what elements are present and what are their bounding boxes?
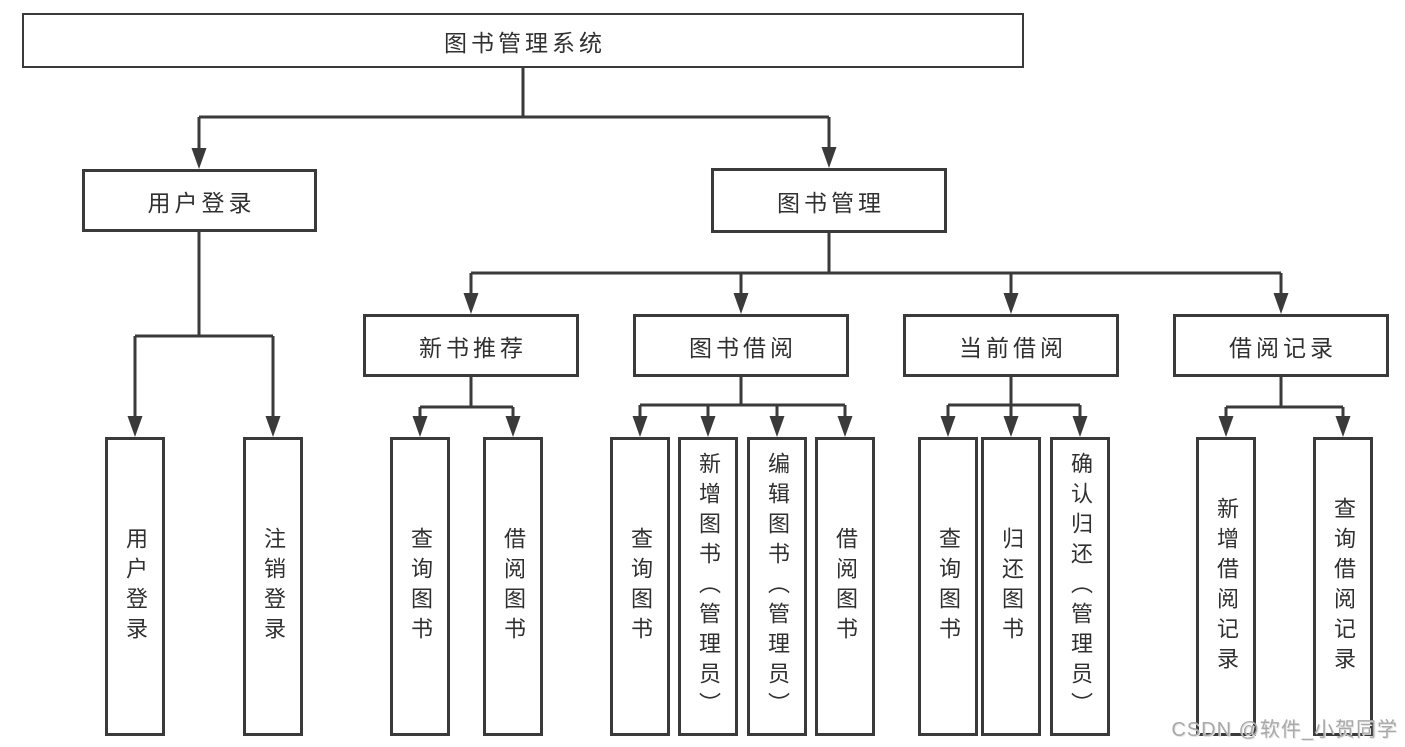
leaf-label: 编辑图书（管理员）	[765, 451, 790, 722]
leaf-label: 借阅图书	[833, 526, 858, 647]
leaf-query-books-recommend: 查询图书	[390, 437, 450, 736]
node-user-login: 用户登录	[82, 169, 317, 232]
leaf-label: 查询图书	[936, 526, 961, 647]
leaf-borrow-books: 借阅图书	[815, 437, 875, 736]
leaf-label: 借阅图书	[501, 526, 526, 647]
node-label: 当前借阅	[959, 334, 1067, 361]
leaf-label: 确认归还（管理员）	[1068, 451, 1093, 722]
leaf-edit-book-admin: 编辑图书（管理员）	[747, 437, 807, 736]
leaf-logout: 注销登录	[243, 437, 303, 736]
leaf-user-login: 用户登录	[105, 437, 165, 736]
watermark: CSDN @软件_小贺同学	[1171, 719, 1398, 741]
leaf-label: 注销登录	[261, 526, 286, 647]
leaf-label: 查询图书	[408, 526, 433, 647]
leaf-return-books: 归还图书	[981, 437, 1041, 736]
leaf-label: 用户登录	[123, 526, 148, 647]
node-label: 图书管理系统	[444, 29, 606, 56]
node-label: 图书管理	[777, 189, 885, 216]
node-label: 借阅记录	[1229, 334, 1337, 361]
leaf-add-book-admin: 新增图书（管理员）	[678, 437, 738, 736]
leaf-label: 查询借阅记录	[1331, 496, 1356, 677]
leaf-query-books-current: 查询图书	[918, 437, 978, 736]
leaf-label: 新增借阅记录	[1214, 496, 1239, 677]
node-label: 图书借阅	[689, 334, 797, 361]
leaf-label: 归还图书	[999, 526, 1024, 647]
node-label: 新书推荐	[419, 334, 527, 361]
node-label: 用户登录	[147, 189, 256, 216]
leaf-confirm-return-admin: 确认归还（管理员）	[1050, 437, 1110, 736]
leaf-label: 新增图书（管理员）	[696, 451, 721, 722]
node-new-book-recommendation: 新书推荐	[363, 314, 579, 377]
leaf-borrow-books-recommend: 借阅图书	[483, 437, 543, 736]
leaf-add-borrow-record: 新增借阅记录	[1196, 437, 1256, 736]
node-book-borrowing: 图书借阅	[633, 314, 849, 377]
node-root: 图书管理系统	[22, 13, 1024, 68]
leaf-label: 查询图书	[628, 526, 653, 647]
leaf-query-borrow-record: 查询借阅记录	[1313, 437, 1373, 736]
node-current-borrowing: 当前借阅	[903, 314, 1119, 377]
node-book-management: 图书管理	[711, 168, 947, 233]
leaf-query-books-borrow: 查询图书	[610, 437, 670, 736]
node-borrowing-records: 借阅记录	[1173, 314, 1389, 377]
